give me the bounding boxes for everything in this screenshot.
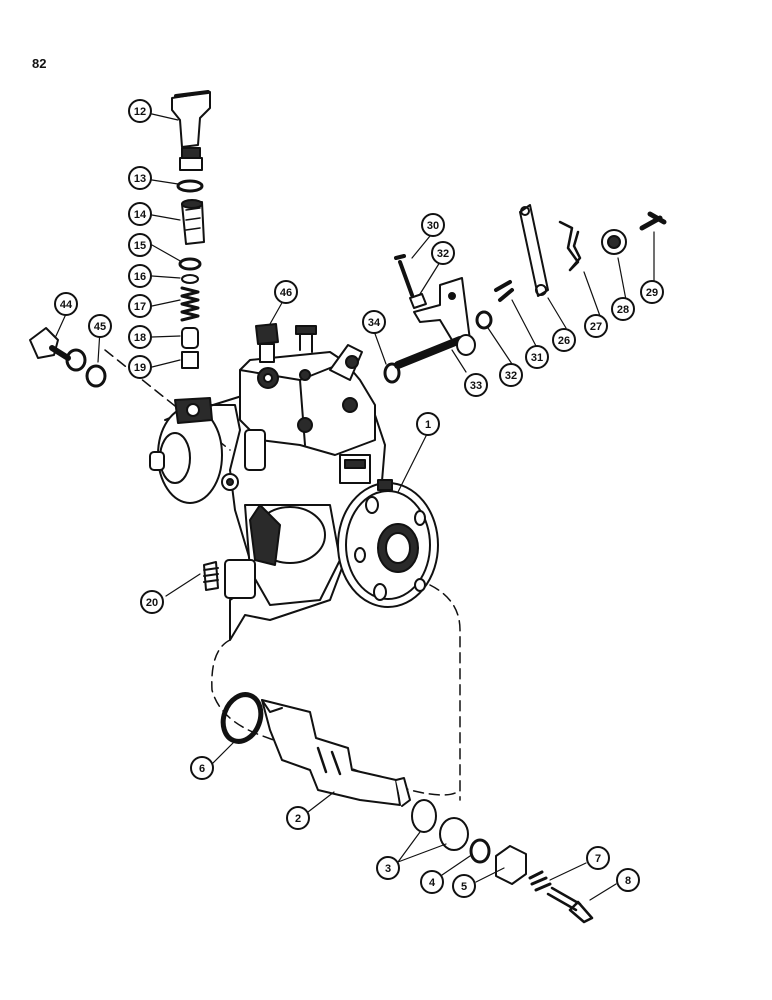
- svg-text:46: 46: [280, 287, 292, 299]
- svg-text:2: 2: [295, 813, 301, 825]
- injection-pump-body: [149, 325, 439, 641]
- svg-text:13: 13: [134, 173, 146, 185]
- part-3-bearing: [411, 799, 437, 833]
- callout-18: 18: [128, 325, 152, 349]
- callout-45: 45: [88, 314, 112, 338]
- svg-text:20: 20: [146, 597, 158, 609]
- svg-text:31: 31: [531, 352, 543, 364]
- svg-text:18: 18: [134, 332, 146, 344]
- svg-text:34: 34: [368, 317, 381, 329]
- leader-lines: [55, 113, 655, 901]
- callout-13: 13: [128, 166, 152, 190]
- callout-5: 5: [452, 874, 476, 898]
- callout-14: 14: [128, 202, 152, 226]
- callout-44: 44: [54, 292, 78, 316]
- part-44-banjo-bolt: [29, 327, 71, 361]
- part-7-spring: [528, 870, 552, 892]
- svg-text:17: 17: [134, 301, 146, 313]
- part-28-bushing: [601, 229, 627, 255]
- callout-3: 3: [376, 856, 400, 880]
- part-32-nut-second: [475, 310, 493, 330]
- svg-text:19: 19: [134, 362, 146, 374]
- svg-text:12: 12: [134, 106, 146, 118]
- part-6-o-ring: [220, 692, 264, 744]
- page-number: 82: [32, 56, 47, 71]
- svg-text:30: 30: [427, 220, 439, 232]
- callout-4: 4: [420, 870, 444, 894]
- callout-1: 1: [416, 412, 440, 436]
- part-20-plug: [203, 561, 219, 591]
- part-3-bearing-second: [439, 817, 469, 851]
- part-4-washer: [469, 838, 491, 864]
- part-30-screw: [394, 254, 414, 297]
- callout-7: 7: [586, 846, 610, 870]
- callout-16: 16: [128, 264, 152, 288]
- callout-15: 15: [128, 233, 152, 257]
- part-14-valve-body: [181, 199, 205, 245]
- callout-46: 46: [274, 280, 298, 304]
- callout-2: 2: [286, 806, 310, 830]
- part-18-spacer: [181, 327, 199, 349]
- part-29-screw: [639, 211, 667, 231]
- callout-33: 33: [464, 373, 488, 397]
- svg-text:5: 5: [461, 881, 467, 893]
- part-34-washer: [383, 362, 401, 384]
- svg-text:15: 15: [134, 240, 146, 252]
- callout-6: 6: [190, 756, 214, 780]
- svg-text:45: 45: [94, 321, 106, 333]
- callout-32: 32: [431, 241, 455, 265]
- callout-17: 17: [128, 294, 152, 318]
- part-19-plug: [181, 351, 199, 369]
- callout-29: 29: [640, 280, 664, 304]
- callout-26: 26: [552, 328, 576, 352]
- callout-30: 30: [421, 213, 445, 237]
- svg-text:4: 4: [429, 877, 436, 889]
- svg-text:3: 3: [385, 863, 391, 875]
- part-45-washer: [65, 348, 87, 372]
- part-46-fitting: [255, 323, 279, 363]
- callout-8: 8: [616, 868, 640, 892]
- callout-12: 12: [128, 99, 152, 123]
- part-31-screw: [494, 280, 514, 302]
- part-32-nut: [409, 293, 427, 309]
- svg-text:14: 14: [134, 209, 147, 221]
- svg-text:1: 1: [425, 419, 431, 431]
- callout-31: 31: [525, 345, 549, 369]
- svg-text:26: 26: [558, 335, 570, 347]
- svg-text:7: 7: [595, 853, 601, 865]
- part-33-throttle-lever: [394, 277, 476, 369]
- callout-34: 34: [362, 310, 386, 334]
- part-5-nut: [495, 845, 527, 885]
- svg-text:32: 32: [505, 370, 517, 382]
- part-16-seal: [181, 274, 199, 284]
- svg-text:27: 27: [590, 321, 602, 333]
- svg-text:28: 28: [617, 304, 629, 316]
- callout-32-second: 32: [499, 363, 523, 387]
- part-13-o-ring: [176, 179, 204, 193]
- svg-text:8: 8: [625, 875, 631, 887]
- svg-text:32: 32: [437, 248, 449, 260]
- svg-text:44: 44: [60, 299, 73, 311]
- part-27-spring: [558, 220, 582, 272]
- part-12-valve-holder: [171, 90, 211, 171]
- part-17-spring: [180, 286, 200, 322]
- svg-text:33: 33: [470, 380, 482, 392]
- part-8-bolt: [546, 886, 594, 924]
- svg-text:29: 29: [646, 287, 658, 299]
- part-15-washer: [178, 257, 202, 271]
- svg-text:6: 6: [199, 763, 205, 775]
- svg-text:16: 16: [134, 271, 146, 283]
- part-45-washer-second: [85, 364, 107, 388]
- callout-19: 19: [128, 355, 152, 379]
- callout-27: 27: [584, 314, 608, 338]
- part-2-drive-shaft: [261, 699, 411, 807]
- callout-20: 20: [140, 590, 164, 614]
- part-26-link: [519, 204, 549, 297]
- callout-28: 28: [611, 297, 635, 321]
